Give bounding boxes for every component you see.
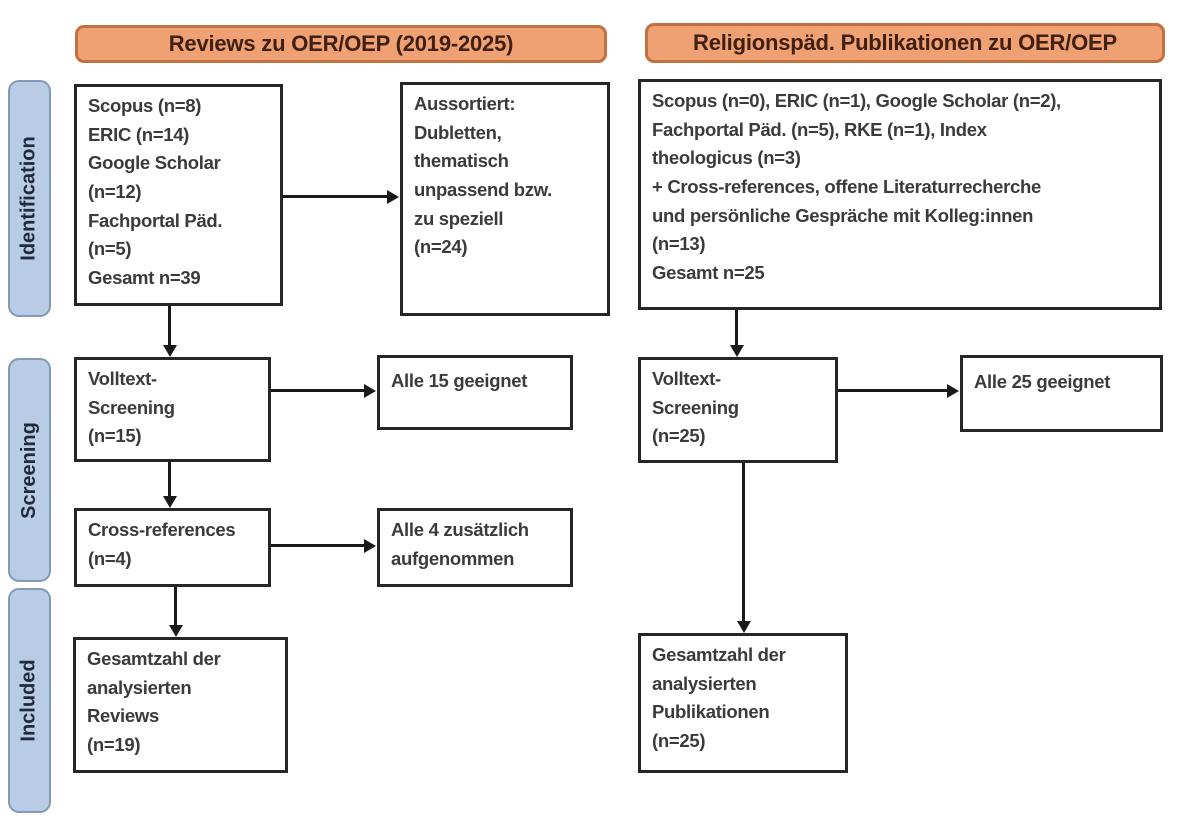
right-fulltext-result-box: Alle 25 geeignet bbox=[960, 355, 1163, 432]
left-excluded-box: Aussortiert: Dubletten, thematisch unpas… bbox=[400, 82, 610, 316]
left-cross-references-result-box: Alle 4 zusätzlich aufgenommen bbox=[377, 508, 573, 587]
arrow-left-crossref-to-included bbox=[168, 587, 183, 637]
arrow-left-crossref-to-result bbox=[271, 538, 376, 553]
right-included-total-box: Gesamtzahl der analysierten Publikatione… bbox=[638, 633, 848, 773]
stage-label-included-text: Included bbox=[18, 659, 41, 742]
arrow-right-screening-to-included bbox=[736, 463, 751, 633]
left-sources-box: Scopus (n=8) ERIC (n=14) Google Scholar … bbox=[74, 84, 283, 306]
column-header-religionspaed-label: Religionspäd. Publikationen zu OER/OEP bbox=[693, 30, 1117, 55]
stage-label-identification: Identification bbox=[8, 80, 51, 317]
right-fulltext-screening-box: Volltext- Screening (n=25) bbox=[638, 357, 838, 463]
column-header-reviews: Reviews zu OER/OEP (2019-2025) bbox=[75, 25, 607, 63]
column-header-religionspaed: Religionspäd. Publikationen zu OER/OEP bbox=[645, 23, 1165, 63]
stage-label-identification-text: Identification bbox=[18, 136, 41, 261]
right-sources-box: Scopus (n=0), ERIC (n=1), Google Scholar… bbox=[638, 79, 1162, 310]
arrow-left-sources-to-screening bbox=[162, 306, 177, 357]
stage-label-screening: Screening bbox=[8, 358, 51, 582]
arrow-left-screening-to-result bbox=[271, 383, 376, 398]
left-fulltext-result-box: Alle 15 geeignet bbox=[377, 355, 573, 430]
left-fulltext-screening-box: Volltext- Screening (n=15) bbox=[74, 357, 271, 462]
arrow-right-screening-to-result bbox=[838, 383, 959, 398]
left-included-total-box: Gesamtzahl der analysierten Reviews (n=1… bbox=[73, 637, 288, 773]
arrow-right-sources-to-screening bbox=[729, 310, 744, 357]
column-header-reviews-label: Reviews zu OER/OEP (2019-2025) bbox=[168, 31, 514, 56]
stage-label-included: Included bbox=[8, 588, 51, 813]
arrow-left-sources-to-excluded bbox=[283, 189, 399, 204]
arrow-left-screening-to-crossref bbox=[162, 462, 177, 508]
left-cross-references-box: Cross-references (n=4) bbox=[74, 508, 271, 587]
stage-label-screening-text: Screening bbox=[18, 421, 41, 519]
